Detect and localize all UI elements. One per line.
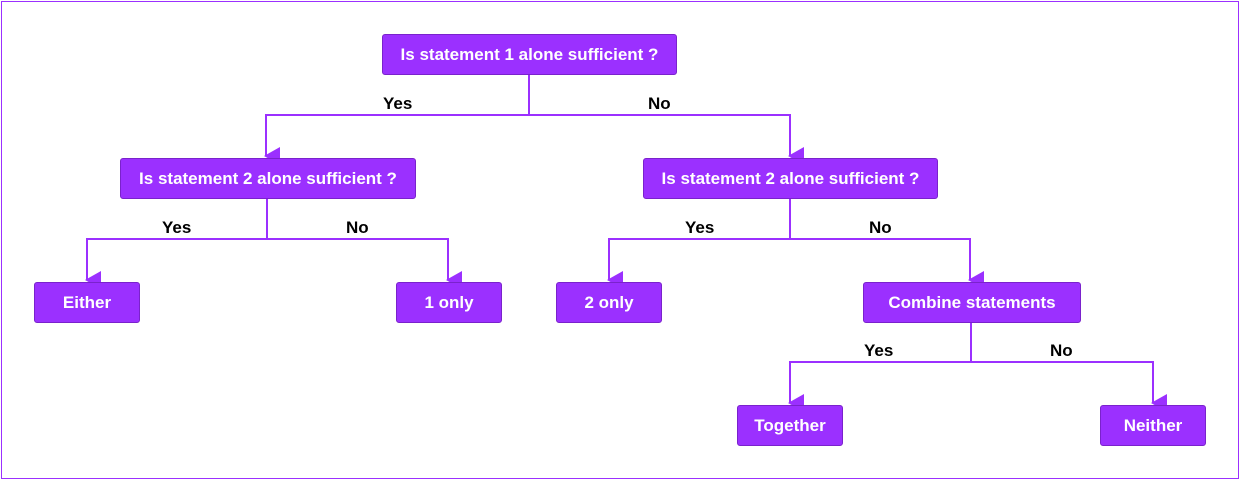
node-neither: Neither (1100, 405, 1206, 446)
edge-label-combine-yes: Yes (864, 341, 894, 360)
node-one-only: 1 only (396, 282, 502, 323)
edge-q1-no (529, 114, 804, 165)
node-two-only: 2 only (556, 282, 662, 323)
edge-label-q1-yes: Yes (383, 94, 413, 113)
node-q2-left: Is statement 2 alone sufficient ? (120, 158, 416, 199)
node-q1: Is statement 1 alone sufficient ? (382, 34, 677, 75)
edge-q2r-yes (607, 199, 791, 289)
edge-label-q2l-yes: Yes (162, 218, 192, 237)
node-together: Together (737, 405, 843, 446)
edge-label-combine-no: No (1050, 341, 1073, 360)
edge-combine-no (971, 361, 1167, 412)
edge-label-q2r-no: No (869, 218, 892, 237)
node-either: Either (34, 282, 140, 323)
edge-q2l-yes (85, 199, 268, 289)
node-q2-right: Is statement 2 alone sufficient ? (643, 158, 938, 199)
edge-label-q2l-no: No (346, 218, 369, 237)
edge-q2l-no (267, 238, 462, 289)
edge-q2r-no (790, 238, 984, 289)
edge-label-q2r-yes: Yes (685, 218, 715, 237)
edge-label-q1-no: No (648, 94, 671, 113)
edge-combine-yes (788, 322, 972, 412)
edge-q1-yes (264, 75, 530, 165)
node-combine: Combine statements (863, 282, 1081, 323)
